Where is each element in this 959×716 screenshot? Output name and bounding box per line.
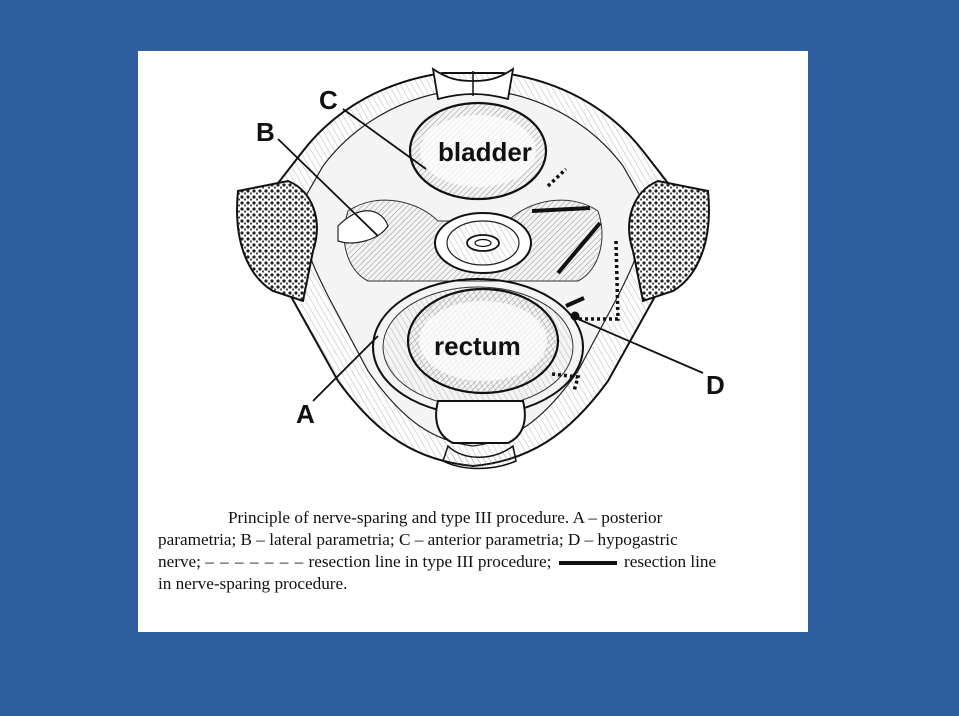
cervix (434, 212, 532, 274)
coccyx (442, 444, 517, 470)
caption-line-3a: nerve; (158, 552, 201, 571)
left-fossa (337, 210, 389, 244)
caption-line-3b: resection line in type III procedure; (308, 552, 552, 571)
bladder-label: bladder (438, 137, 532, 167)
caption-line-4: in nerve-sparing procedure. (158, 574, 348, 593)
bladder-inner (420, 115, 536, 187)
label-a: A (296, 399, 315, 429)
label-c: C (319, 85, 338, 115)
sacrum (435, 400, 526, 444)
slide-card: bladder rectum (138, 51, 808, 632)
rectum-label: rectum (434, 331, 521, 361)
solid-line-legend (558, 561, 617, 566)
pelvis-diagram: bladder rectum (236, 67, 725, 470)
type-iii-resection-lines (546, 167, 620, 392)
leader-lines (277, 108, 704, 402)
caption-line-3c: resection line (624, 552, 717, 571)
hypogastric-nerve-dot (570, 311, 580, 321)
label-d: D (706, 370, 725, 400)
caption-line-2: parametria; B – lateral parametria; C – … (158, 530, 678, 549)
right-iliac-bone (628, 179, 710, 303)
nerve-sparing-resection-lines (531, 206, 602, 308)
caption-line-1: Principle of nerve-sparing and type III … (228, 508, 663, 527)
figure-caption: Principle of nerve-sparing and type III … (158, 507, 794, 595)
left-iliac-bone (236, 179, 318, 303)
label-b: B (256, 117, 275, 147)
dashed-line-legend: – – – – – – – (205, 552, 305, 571)
rectum-inner (419, 301, 547, 381)
